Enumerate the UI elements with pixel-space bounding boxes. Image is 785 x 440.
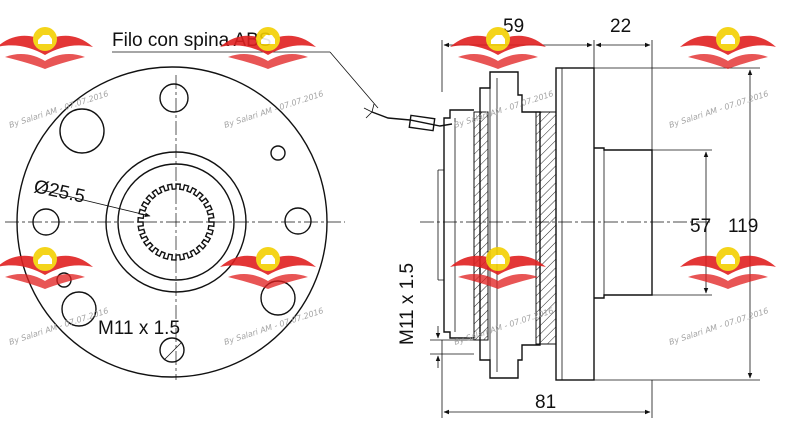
dim-57-label: 57 (690, 216, 711, 237)
bolt-hole (59, 108, 105, 154)
bolt-hole (159, 83, 189, 113)
watermark-logo (450, 27, 546, 69)
thread-front-label: M11 x 1.5 (98, 318, 180, 339)
watermark-layer: By Salari AM - 07.07.2016 By Salari AM -… (0, 27, 776, 347)
bore-diameter-label: Ø25.5 (32, 176, 87, 207)
watermark-logo (450, 247, 546, 289)
dim-119-label: 119 (728, 216, 758, 237)
watermark-logo (680, 27, 776, 69)
dim-59-label: 59 (503, 16, 524, 37)
bolt-hole (284, 207, 312, 235)
dim-81-label: 81 (535, 392, 556, 413)
watermark-text: By Salari AM - 07.07.2016 (668, 89, 770, 130)
watermark-text: By Salari AM - 07.07.2016 (223, 89, 325, 130)
watermark-logo (220, 247, 316, 289)
thread-side-label: M11 x 1.5 (397, 263, 418, 345)
watermark-logo (0, 247, 93, 289)
dim-22-label: 22 (610, 16, 631, 37)
small-hole (270, 145, 286, 161)
watermark-text: By Salari AM - 07.07.2016 (223, 306, 325, 347)
watermark-logo (680, 247, 776, 289)
bolt-hole (61, 291, 97, 327)
watermark-text: By Salari AM - 07.07.2016 (8, 89, 110, 130)
threaded-hole (159, 337, 185, 363)
watermark-text: By Salari AM - 07.07.2016 (668, 306, 770, 347)
section-hatch (473, 111, 489, 341)
section-hatch (535, 111, 557, 345)
abs-sensor-cable (371, 111, 453, 127)
watermark-logo (0, 27, 93, 69)
dimensions: 59 22 57 119 81 M11 x 1.5 (397, 16, 760, 418)
side-view (363, 67, 710, 381)
rear-spigot (443, 109, 474, 339)
abs-connector-label: Filo con spina ABS (112, 30, 271, 51)
watermark-text: By Salari AM - 07.07.2016 (8, 306, 110, 347)
diameter-leader (41, 189, 151, 217)
hub-pilot (594, 147, 653, 299)
